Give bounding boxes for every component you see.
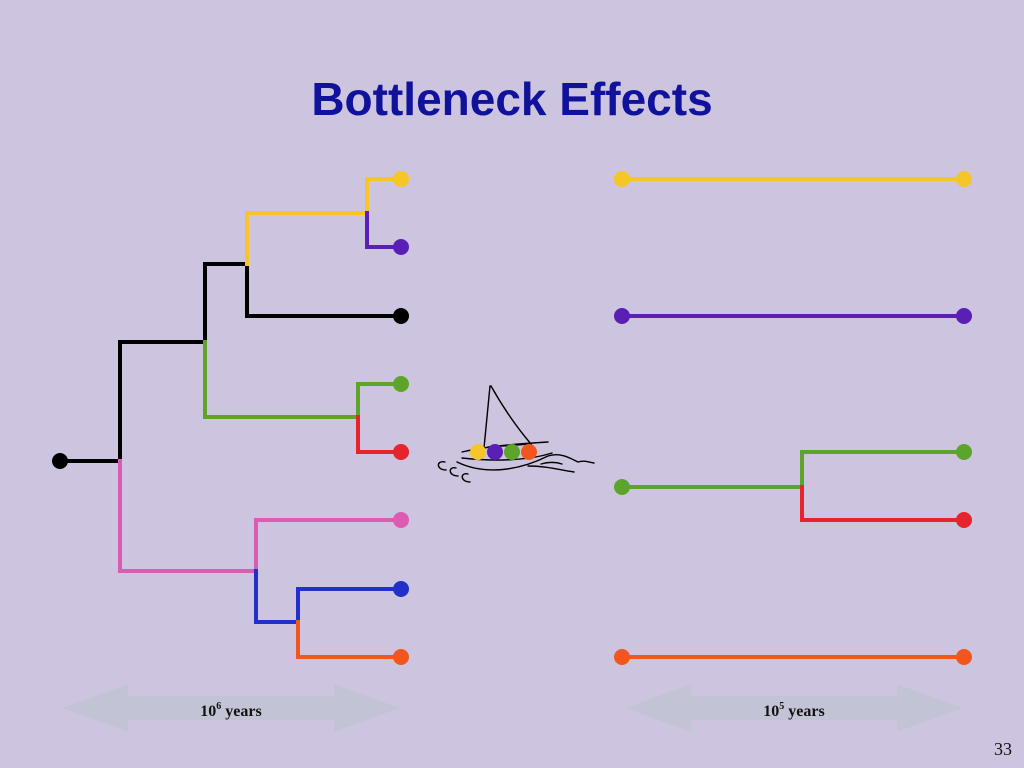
end-node-orange [956,649,972,665]
right-phylogenetic-tree [620,177,966,659]
tip-node-orange [393,649,409,665]
right-time-label: 105 years [763,701,824,720]
start-node-green [614,479,630,495]
tree-branch-pink [118,459,403,573]
tip-node-yellow [393,171,409,187]
slide-title: Bottleneck Effects [311,73,713,125]
tip-node-red [393,444,409,460]
tree-branch-red [356,415,403,454]
right-time-scale-arrow: 105 years [625,684,963,732]
tree-branch-green [203,340,403,419]
end-node-red [956,512,972,528]
right-tree-nodes [614,171,972,665]
root-node [52,453,68,469]
left-phylogenetic-tree [58,177,403,659]
left-tree-nodes [52,171,409,665]
tree-branch-black [58,262,403,463]
tree-branch-orange [296,620,403,659]
tip-node-green [393,376,409,392]
tip-node-blue [393,581,409,597]
tree-branch-blue [254,569,403,624]
end-node-green [956,444,972,460]
tip-node-black [393,308,409,324]
right-branch-green [620,450,966,489]
left-time-label: 106 years [200,701,261,720]
sailboat-icon [437,385,595,483]
start-node-purple [614,308,630,324]
end-node-yellow [956,171,972,187]
start-node-orange [614,649,630,665]
tip-node-purple [393,239,409,255]
tip-node-pink [393,512,409,528]
tree-branch-purple [365,211,403,249]
start-node-yellow [614,171,630,187]
tree-branch-yellow [245,177,403,266]
left-time-scale-arrow: 106 years [62,684,400,732]
page-number: 33 [994,739,1012,759]
right-branch-red [800,485,966,522]
end-node-purple [956,308,972,324]
